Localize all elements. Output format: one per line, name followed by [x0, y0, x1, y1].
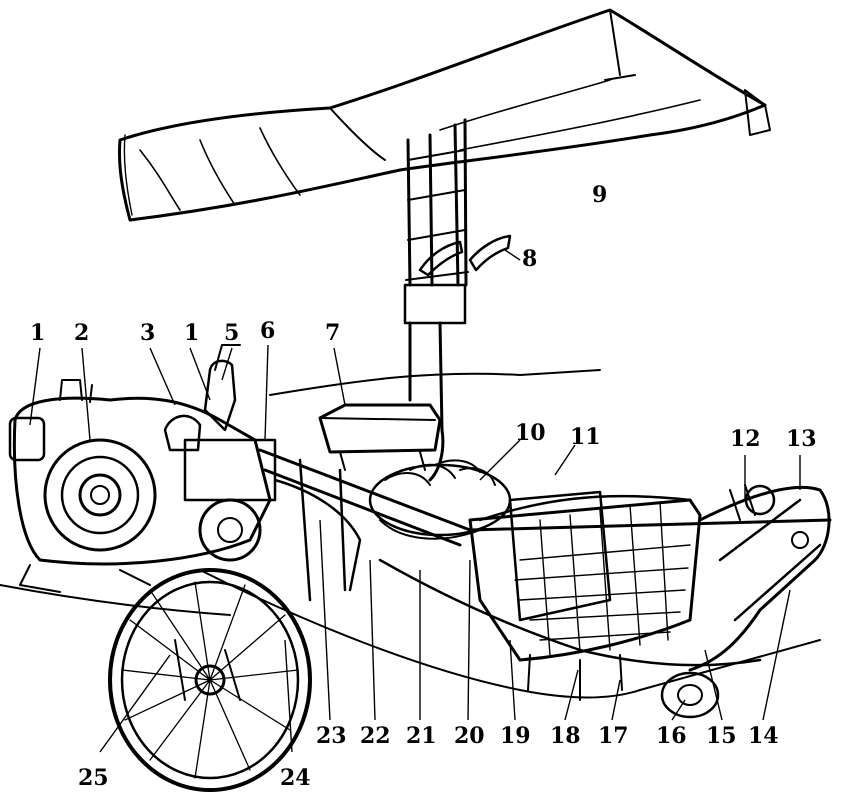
- callout-label: 20: [454, 723, 485, 749]
- rear-frame: [639, 484, 831, 719]
- callout-label: 3: [140, 320, 155, 346]
- callout-label: 21: [406, 723, 437, 749]
- mast: [403, 118, 512, 482]
- callout-label: 1: [30, 320, 45, 346]
- callout-label: 9: [592, 182, 607, 208]
- callout-label: 2: [74, 320, 89, 346]
- callout-label: 5: [224, 320, 239, 346]
- callout-label: 11: [570, 424, 601, 450]
- seat-box: [318, 403, 442, 471]
- callout-label: 23: [316, 723, 347, 749]
- callout-label: 10: [515, 420, 546, 446]
- callout-label: 18: [550, 723, 581, 749]
- callout-label: 6: [260, 318, 275, 344]
- callout-label: 1: [184, 320, 199, 346]
- drive-wheel: [108, 568, 312, 792]
- callout-label: 17: [598, 723, 629, 749]
- callout-label: 12: [730, 426, 761, 452]
- callout-label: 19: [500, 723, 531, 749]
- callout-label: 8: [522, 246, 537, 272]
- callout-label: 14: [748, 723, 779, 749]
- canopy: [118, 8, 771, 222]
- callout-label: 13: [786, 426, 817, 452]
- callout-labels: 1 2 3 1 5 6 7 8 9 10 11 12 13 14 15 16 1…: [30, 182, 817, 791]
- callout-label: 16: [656, 723, 687, 749]
- callout-label: 22: [360, 723, 391, 749]
- leader-lines: [29, 249, 801, 753]
- callout-label: 7: [325, 320, 340, 346]
- callout-label: 25: [78, 765, 109, 791]
- callout-label: 15: [706, 723, 737, 749]
- seedling-basket: [468, 490, 702, 701]
- callout-label: 24: [280, 765, 311, 791]
- engine: [8, 344, 277, 593]
